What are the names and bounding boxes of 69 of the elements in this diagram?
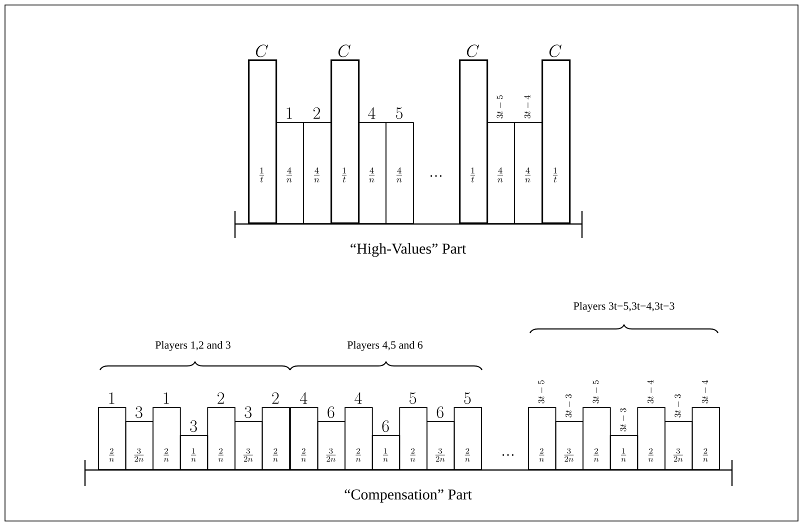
bar-label: $1$ <box>286 107 292 119</box>
fraction: $\frac{4}{n}$ <box>524 167 531 182</box>
bar-label: $3t-5$ <box>496 95 503 118</box>
fraction: $\frac{3}{2n}$ <box>673 448 683 462</box>
fraction: $\frac{3}{2n}$ <box>435 448 445 462</box>
fraction: $\frac{2}{n}$ <box>218 448 224 462</box>
bar-label: $1$ <box>109 392 114 404</box>
bar-label: $3t-3$ <box>620 408 626 432</box>
fraction: $\frac{1}{t}$ <box>552 167 558 182</box>
fraction: $\frac{2}{n}$ <box>410 448 416 462</box>
fraction: $\frac{1}{t}$ <box>259 167 264 182</box>
fraction: $\frac{3}{2n}$ <box>326 448 336 462</box>
bar-label: $3t-4$ <box>647 380 654 404</box>
fraction: $\frac{4}{n}$ <box>368 167 375 182</box>
fraction: $\frac{1}{n}$ <box>190 448 196 462</box>
bar-label: $3t-4$ <box>702 380 708 404</box>
fraction: $\frac{1}{n}$ <box>382 448 388 462</box>
bar-label: $4$ <box>368 107 376 119</box>
bar-label: $5$ <box>464 392 471 404</box>
fraction: $\frac{2}{n}$ <box>272 448 278 462</box>
fraction: $\frac{2}{n}$ <box>356 448 361 462</box>
part-caption: “Compensation” Part <box>344 489 472 503</box>
bar-label: $5$ <box>396 107 402 120</box>
fraction: $\frac{2}{n}$ <box>648 448 654 462</box>
bar-label: $C$ <box>466 44 479 58</box>
group-label: Players 3t−5,3t−4,3t−3 <box>574 302 674 312</box>
bar-label: $3t-3$ <box>565 394 572 418</box>
fraction: $\frac{2}{n}$ <box>702 448 708 462</box>
fraction: $\frac{2}{n}$ <box>464 448 470 462</box>
bar-label: $6$ <box>382 420 389 432</box>
group-label: Players 4,5 and 6 <box>347 341 423 351</box>
fraction: $\frac{4}{n}$ <box>396 167 402 182</box>
fraction: $\frac{1}{t}$ <box>470 167 476 182</box>
fraction: $\frac{3}{2n}$ <box>243 448 253 462</box>
fraction: $\frac{3}{2n}$ <box>134 448 144 462</box>
bar-label: $2$ <box>272 392 279 404</box>
fraction: $\frac{2}{n}$ <box>164 448 169 462</box>
bar-label: $6$ <box>436 406 444 418</box>
fraction: $\frac{3}{2n}$ <box>564 448 574 462</box>
bar-label: $2$ <box>314 107 320 119</box>
fraction: $\frac{2}{n}$ <box>301 448 306 462</box>
fraction: $\frac{1}{t}$ <box>342 167 347 182</box>
bar-label: $3$ <box>136 406 142 418</box>
bar-label: $C$ <box>338 44 350 58</box>
fraction: $\frac{2}{n}$ <box>594 448 599 462</box>
bar-label: $4$ <box>354 392 362 404</box>
bar-label: $3t-4$ <box>524 95 530 118</box>
ellipsis: … <box>502 454 514 456</box>
bar-label: $3$ <box>244 406 252 418</box>
group-label: Players 1,2 and 3 <box>155 341 230 351</box>
fraction: $\frac{4}{n}$ <box>497 167 504 182</box>
bar-label: $3t-5$ <box>538 380 544 404</box>
bar-label: $5$ <box>410 392 416 404</box>
bar-label: $3t-3$ <box>674 394 681 418</box>
bar-label: $3t-5$ <box>592 380 599 404</box>
fraction: $\frac{2}{n}$ <box>109 448 114 462</box>
bar-label: $3$ <box>190 420 197 432</box>
part-caption: “High-Values” Part <box>350 243 466 257</box>
bar-label: $C$ <box>256 44 268 58</box>
bar-label: $6$ <box>328 406 334 418</box>
fraction: $\frac{1}{n}$ <box>620 448 626 462</box>
ellipsis: … <box>430 175 442 177</box>
fraction: $\frac{4}{n}$ <box>286 167 292 182</box>
bar-label: $4$ <box>300 392 308 404</box>
fraction: $\frac{2}{n}$ <box>539 448 544 462</box>
bar-label: $1$ <box>164 392 169 404</box>
bar-label: $C$ <box>549 44 562 58</box>
bar-label: $2$ <box>218 392 224 404</box>
fraction: $\frac{4}{n}$ <box>314 167 320 182</box>
